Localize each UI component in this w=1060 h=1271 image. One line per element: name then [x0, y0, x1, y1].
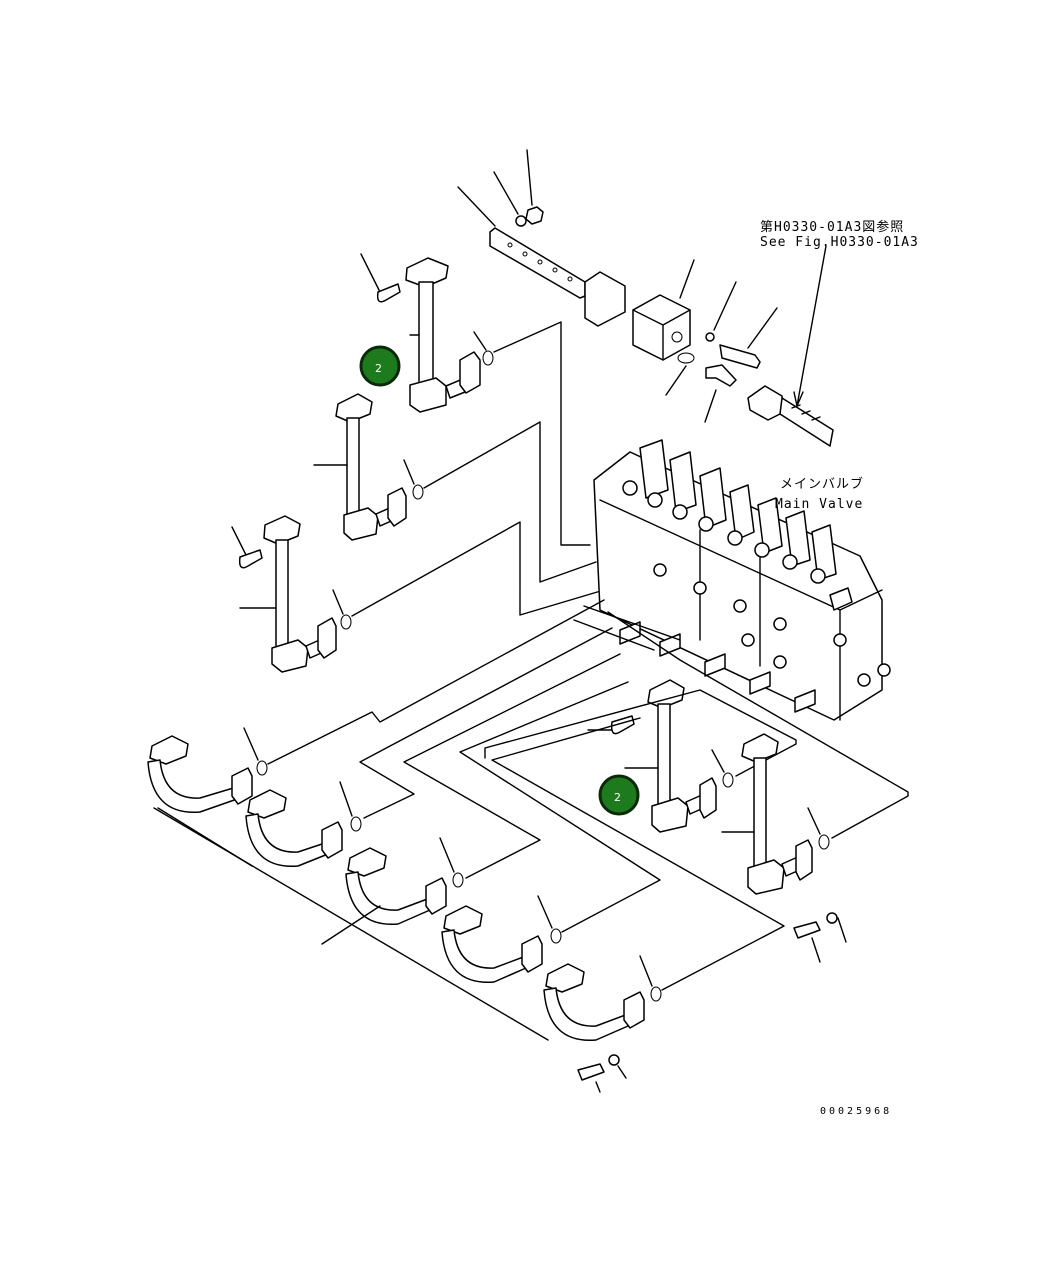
document-number: 00025968	[820, 1106, 892, 1117]
reference-hose	[747, 245, 834, 447]
item-badge-1-text: 2	[375, 362, 382, 375]
main-valve-label-jp: メインバルブ	[780, 476, 864, 492]
elbow-pipe-3	[345, 837, 464, 925]
item-badge-2[interactable]: 2	[598, 774, 640, 816]
main-valve-label-en: Main Valve	[775, 497, 863, 512]
item-badge-1[interactable]: 2	[359, 345, 401, 387]
second-flange-tube	[313, 393, 597, 583]
elbow-pipe-2	[245, 781, 362, 867]
right-flange-tube-1	[484, 679, 797, 833]
nut-and-washer	[493, 149, 544, 227]
elbow-pipe-1	[147, 727, 268, 813]
reference-text-jp: 第H0330-01A3図参照	[760, 219, 904, 235]
elbow-pipe-4	[441, 895, 562, 983]
upper-flange-tube	[360, 253, 591, 546]
leader-lines	[153, 599, 785, 1041]
bracket-assembly	[457, 186, 626, 327]
third-flange-tube	[231, 515, 605, 673]
elbow-pipe-5	[543, 955, 662, 1093]
main-valve	[593, 439, 891, 721]
junction-block	[632, 259, 778, 423]
reference-text-en: See Fig.H0330-01A3	[760, 235, 919, 250]
item-badge-2-text: 2	[614, 791, 621, 804]
right-flange-tube-2	[607, 611, 909, 963]
